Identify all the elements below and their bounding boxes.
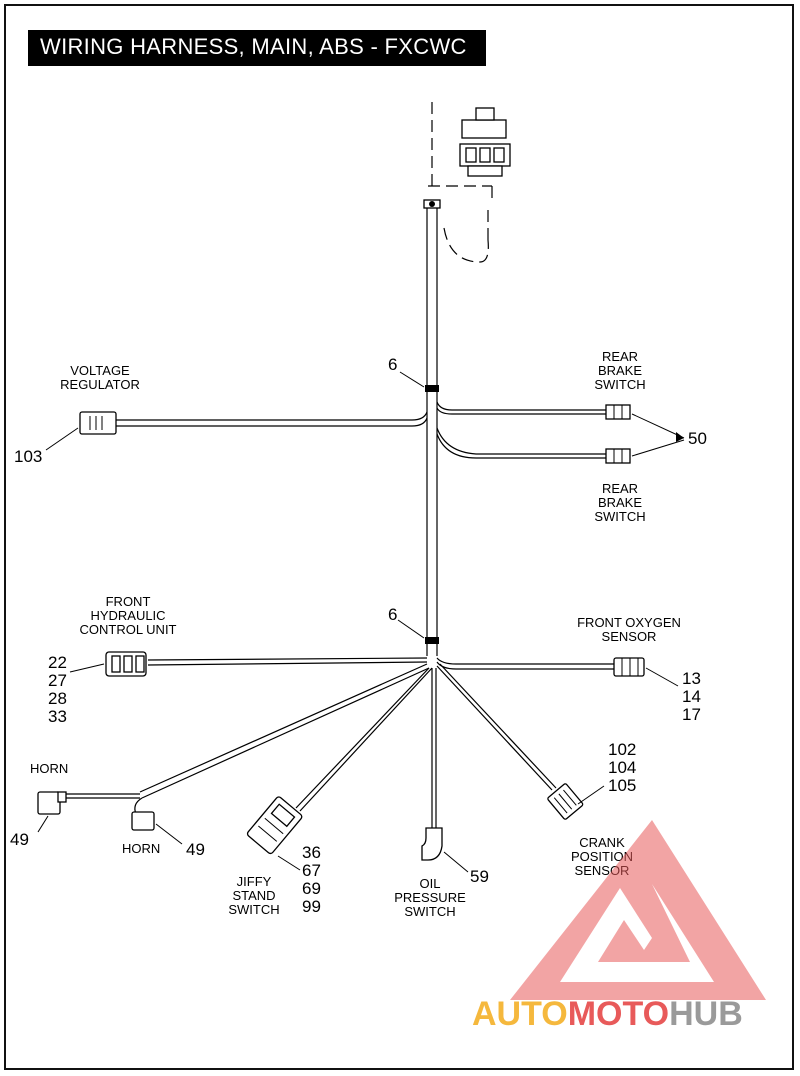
page-title: WIRING HARNESS, MAIN, ABS - FXCWC bbox=[28, 30, 486, 66]
front-hydraulic-callout-2: 27 bbox=[48, 671, 67, 690]
jiffy-stand-callout-1: 36 bbox=[302, 843, 321, 862]
oil-pressure-branch bbox=[421, 668, 469, 873]
rear-brake-switch-bottom-line1: REAR bbox=[602, 481, 638, 496]
page-frame bbox=[4, 4, 794, 1070]
rear-brake-switch-top-line2: BRAKE bbox=[598, 363, 642, 378]
rear-brake-switch-top-line1: REAR bbox=[602, 349, 638, 364]
horn-branches bbox=[37, 663, 430, 845]
horn-right-callout: 49 bbox=[186, 840, 205, 859]
front-hydraulic-callout-4: 33 bbox=[48, 707, 67, 726]
front-hydraulic-line2: HYDRAULIC bbox=[90, 608, 165, 623]
crank-position-callout-2: 104 bbox=[608, 758, 636, 777]
crank-position-line2: POSITION bbox=[571, 849, 633, 864]
jiffy-stand-callout-3: 69 bbox=[302, 879, 321, 898]
voltage-regulator-label-line2: REGULATOR bbox=[60, 377, 140, 392]
front-oxygen-line2: SENSOR bbox=[602, 629, 657, 644]
watermark-part2: MOTO bbox=[568, 995, 669, 1033]
jiffy-stand-branch bbox=[246, 667, 433, 871]
watermark-part1: AUTO bbox=[472, 995, 568, 1033]
jiffy-stand-line1: JIFFY bbox=[237, 874, 272, 889]
watermark-logo: AUTOMOTOHUB bbox=[472, 820, 766, 1033]
front-hydraulic-line1: FRONT bbox=[106, 594, 151, 609]
jiffy-stand-callout-4: 99 bbox=[302, 897, 321, 916]
jiffy-stand-callout-2: 67 bbox=[302, 861, 321, 880]
oil-pressure-line1: OIL bbox=[420, 876, 441, 891]
front-oxygen-callout-3: 17 bbox=[682, 705, 701, 724]
rear-brake-callout: 50 bbox=[688, 429, 707, 448]
main-trunk bbox=[423, 199, 441, 656]
front-oxygen-line1: FRONT OXYGEN bbox=[577, 615, 681, 630]
watermark-part3: HUB bbox=[669, 995, 743, 1033]
rear-brake-switch-branches bbox=[436, 401, 685, 464]
front-hydraulic-line3: CONTROL UNIT bbox=[79, 622, 176, 637]
upper-connector bbox=[459, 107, 511, 177]
clip-upper: 6 bbox=[388, 355, 439, 392]
voltage-regulator-callout: 103 bbox=[14, 447, 42, 466]
voltage-regulator-branch bbox=[45, 411, 428, 451]
crank-position-branch bbox=[436, 663, 605, 820]
rear-brake-switch-top-line3: SWITCH bbox=[594, 377, 645, 392]
horn-right-label: HORN bbox=[122, 841, 160, 856]
crank-position-line1: CRANK bbox=[579, 835, 625, 850]
horn-left-label: HORN bbox=[30, 761, 68, 776]
clip-lower: 6 bbox=[388, 605, 439, 644]
oil-pressure-line3: SWITCH bbox=[404, 904, 455, 919]
front-oxygen-callout-1: 13 bbox=[682, 669, 701, 688]
front-oxygen-callout-2: 14 bbox=[682, 687, 701, 706]
rear-brake-switch-bottom-line3: SWITCH bbox=[594, 509, 645, 524]
front-hydraulic-branch bbox=[69, 651, 428, 677]
clip-upper-callout: 6 bbox=[388, 355, 397, 374]
front-hydraulic-callout-1: 22 bbox=[48, 653, 67, 672]
oil-pressure-line2: PRESSURE bbox=[394, 890, 466, 905]
front-hydraulic-callout-3: 28 bbox=[48, 689, 67, 708]
front-oxygen-branch bbox=[436, 657, 679, 687]
horn-left-callout: 49 bbox=[10, 830, 29, 849]
rear-brake-switch-bottom-line2: BRAKE bbox=[598, 495, 642, 510]
oil-pressure-callout: 59 bbox=[470, 867, 489, 886]
voltage-regulator-label-line1: VOLTAGE bbox=[70, 363, 130, 378]
crank-position-callout-3: 105 bbox=[608, 776, 636, 795]
clip-lower-callout: 6 bbox=[388, 605, 397, 624]
jiffy-stand-line2: STAND bbox=[232, 888, 275, 903]
jiffy-stand-line3: SWITCH bbox=[228, 902, 279, 917]
crank-position-callout-1: 102 bbox=[608, 740, 636, 759]
upper-harness-continuation bbox=[428, 102, 493, 263]
svg-text:AUTOMOTOHUB: AUTOMOTOHUB bbox=[472, 995, 743, 1033]
